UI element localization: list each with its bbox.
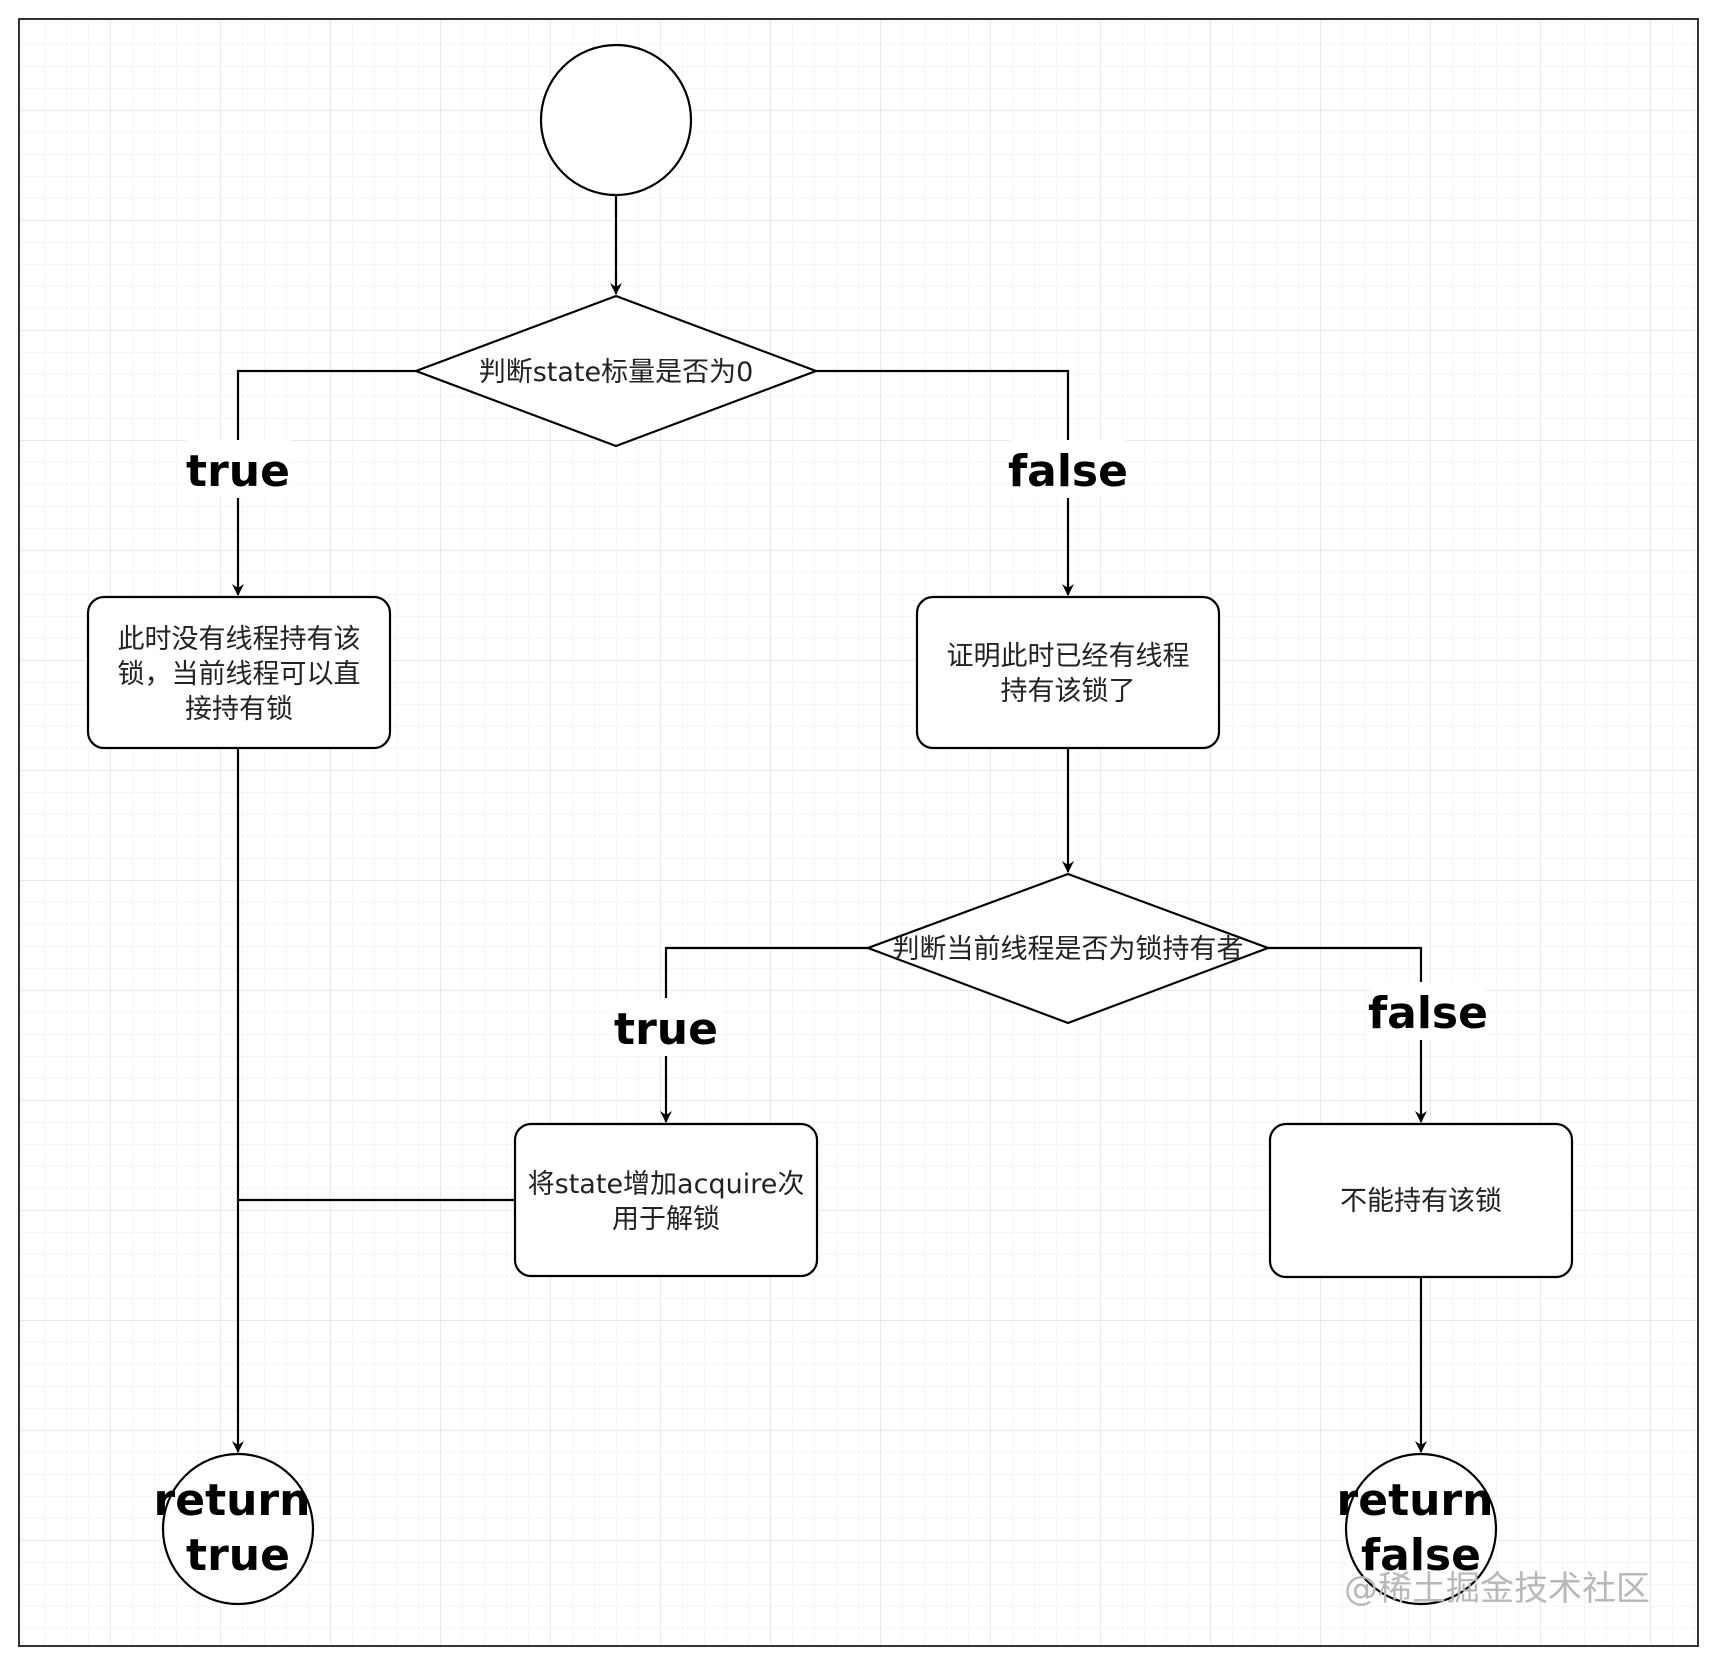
end-false-node: return false (1337, 1452, 1498, 1606)
process-increase-node: 将state增加acquire次 用于解锁 (513, 1122, 819, 1278)
process-no-holder-node: 此时没有线程持有该 锁，当前线程可以直 接持有锁 (86, 595, 392, 750)
process-cannot-hold-line-1: 不能持有该锁 (1340, 1186, 1502, 1217)
end-false-line-2: false (1361, 1530, 1481, 1581)
end-true-line-2: true (186, 1530, 290, 1581)
edge-labels: true false true false (186, 440, 1488, 1056)
decision2-false-label: false (1368, 988, 1488, 1039)
decision1-false-label: false (1008, 446, 1128, 497)
diagram-frame (18, 18, 1699, 1647)
edge-decision1-false (816, 369, 1074, 596)
process-cannot-hold-node: 不能持有该锁 (1268, 1122, 1574, 1279)
decision2-node: 判断当前线程是否为锁持有者 (864, 872, 1272, 1025)
process-no-holder-line-2: 锁，当前线程可以直 (118, 659, 361, 690)
edge-decision2-false (1268, 946, 1427, 1123)
decision1-true-label: true (186, 446, 290, 497)
process-increase-line-2: 用于解锁 (612, 1204, 720, 1235)
process-no-holder-line-1: 此时没有线程持有该 (118, 624, 361, 655)
process-no-holder-line-3: 接持有锁 (185, 694, 293, 725)
decision2-label: 判断当前线程是否为锁持有者 (893, 934, 1244, 965)
end-true-line-1: return (154, 1475, 311, 1526)
decision1-node: 判断state标量是否为0 (412, 294, 820, 448)
end-false-line-1: return (1337, 1475, 1494, 1526)
decision1-label: 判断state标量是否为0 (479, 357, 754, 388)
process-already-held-line-2: 持有该锁了 (1001, 676, 1136, 707)
edge-decision2-true (660, 946, 868, 1123)
start-node (539, 43, 693, 197)
process-already-held-node: 证明此时已经有线程 持有该锁了 (915, 595, 1221, 750)
end-true-node: return true (154, 1452, 315, 1606)
process-increase-line-1: 将state增加acquire次 (528, 1169, 805, 1200)
decision2-true-label: true (614, 1004, 718, 1055)
watermark: @稀土掘金技术社区 (1344, 1569, 1650, 1609)
edge-decision1-true (232, 369, 416, 596)
process-already-held-line-1: 证明此时已经有线程 (947, 641, 1190, 672)
edges (232, 195, 1427, 1453)
